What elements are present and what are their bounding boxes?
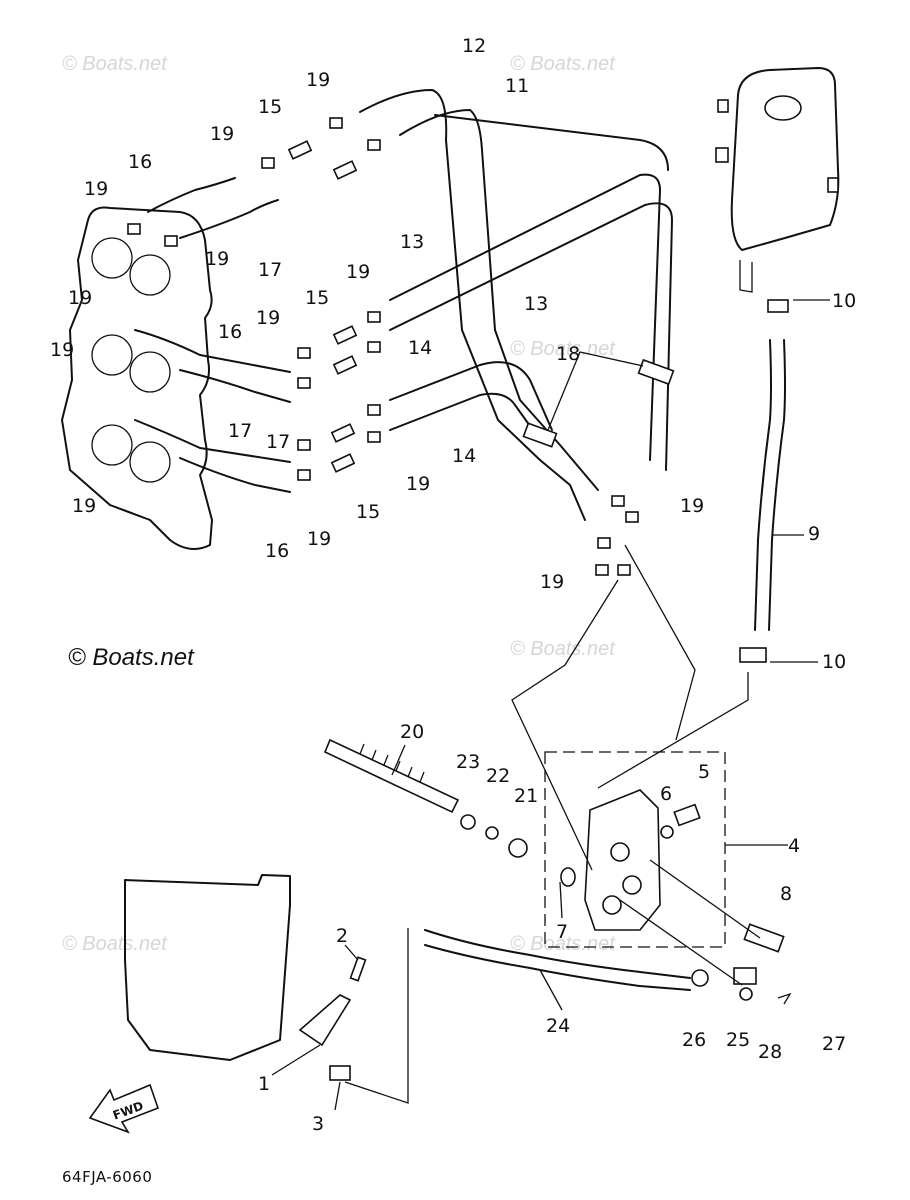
callout-14b: 14 — [452, 445, 476, 467]
check-valves-15 — [287, 140, 358, 473]
callout-5: 5 — [698, 761, 710, 783]
callout-19j: 19 — [72, 495, 96, 517]
callout-24: 24 — [546, 1015, 570, 1037]
callout-4: 4 — [788, 835, 800, 857]
callout-18: 18 — [556, 343, 580, 365]
callout-26: 26 — [682, 1029, 706, 1051]
callout-3: 3 — [312, 1113, 324, 1135]
oil-hoses-16-17 — [134, 177, 291, 493]
callout-6: 6 — [660, 783, 672, 805]
callout-19: 19 — [306, 69, 330, 91]
hose-holders-18 — [522, 358, 675, 448]
callout-19i: 19 — [406, 473, 430, 495]
watermark: © Boats.net — [510, 53, 616, 75]
callout-15c: 15 — [356, 501, 380, 523]
oil-hoses-13 — [389, 114, 673, 471]
oil-tank-drawing — [715, 67, 840, 293]
callout-19d: 19 — [205, 248, 229, 270]
callout-19h: 19 — [50, 339, 74, 361]
forward-arrow-icon: FWD — [88, 1083, 160, 1134]
copyright-credit: © Boats.net — [68, 644, 195, 671]
oil-hoses-14 — [389, 361, 553, 441]
callout-25: 25 — [726, 1029, 750, 1051]
callout-14: 14 — [408, 337, 432, 359]
callout-27: 27 — [822, 1033, 846, 1055]
watermark: © Boats.net — [62, 933, 168, 955]
callout-23: 23 — [456, 751, 480, 773]
lower-engine-drawing — [124, 874, 367, 1081]
watermarks: © Boats.net © Boats.net © Boats.net © Bo… — [62, 53, 616, 955]
callout-2: 2 — [336, 925, 348, 947]
watermark: © Boats.net — [510, 638, 616, 660]
callout-16c: 16 — [265, 540, 289, 562]
watermark: © Boats.net — [62, 53, 168, 75]
callout-19c: 19 — [84, 178, 108, 200]
callout-19e: 19 — [346, 261, 370, 283]
callout-20: 20 — [400, 721, 424, 743]
callout-19m: 19 — [540, 571, 564, 593]
watermark: © Boats.net — [510, 933, 616, 955]
callout-1: 1 — [258, 1073, 270, 1095]
callout-10: 10 — [832, 290, 856, 312]
callout-8: 8 — [780, 883, 792, 905]
hose-clamps-19 — [127, 117, 639, 576]
oil-hose-24 — [424, 929, 691, 991]
diagram-code: 64FJA-6060 — [62, 1168, 152, 1186]
callout-19g: 19 — [256, 307, 280, 329]
pump-fittings — [691, 923, 792, 1005]
callout-19b: 19 — [210, 123, 234, 145]
callout-19f: 19 — [68, 287, 92, 309]
callout-21: 21 — [514, 785, 538, 807]
oil-hoses-11-12 — [359, 89, 599, 521]
callout-13: 13 — [400, 231, 424, 253]
callout-9: 9 — [808, 523, 820, 545]
callout-15b: 15 — [305, 287, 329, 309]
callout-28: 28 — [758, 1041, 782, 1063]
callout-19l: 19 — [680, 495, 704, 517]
callout-15: 15 — [258, 96, 282, 118]
callout-19k: 19 — [307, 528, 331, 550]
callout-17c: 17 — [228, 420, 252, 442]
callout-13b: 13 — [524, 293, 548, 315]
oil-hose-9 — [739, 299, 789, 663]
oil-pump-assembly — [544, 751, 726, 948]
callout-labels: 1 2 3 4 5 6 7 8 9 10 10 11 12 13 13 14 1… — [50, 35, 856, 1135]
drive-shaft-20 — [323, 738, 576, 887]
callout-12: 12 — [462, 35, 486, 57]
callout-17b: 17 — [266, 431, 290, 453]
callout-11: 11 — [505, 75, 529, 97]
callout-17: 17 — [258, 259, 282, 281]
leader-lines — [271, 299, 830, 1111]
callout-16b: 16 — [218, 321, 242, 343]
callout-16: 16 — [128, 151, 152, 173]
callout-22: 22 — [486, 765, 510, 787]
callout-10b: 10 — [822, 651, 846, 673]
callout-7: 7 — [556, 921, 568, 943]
